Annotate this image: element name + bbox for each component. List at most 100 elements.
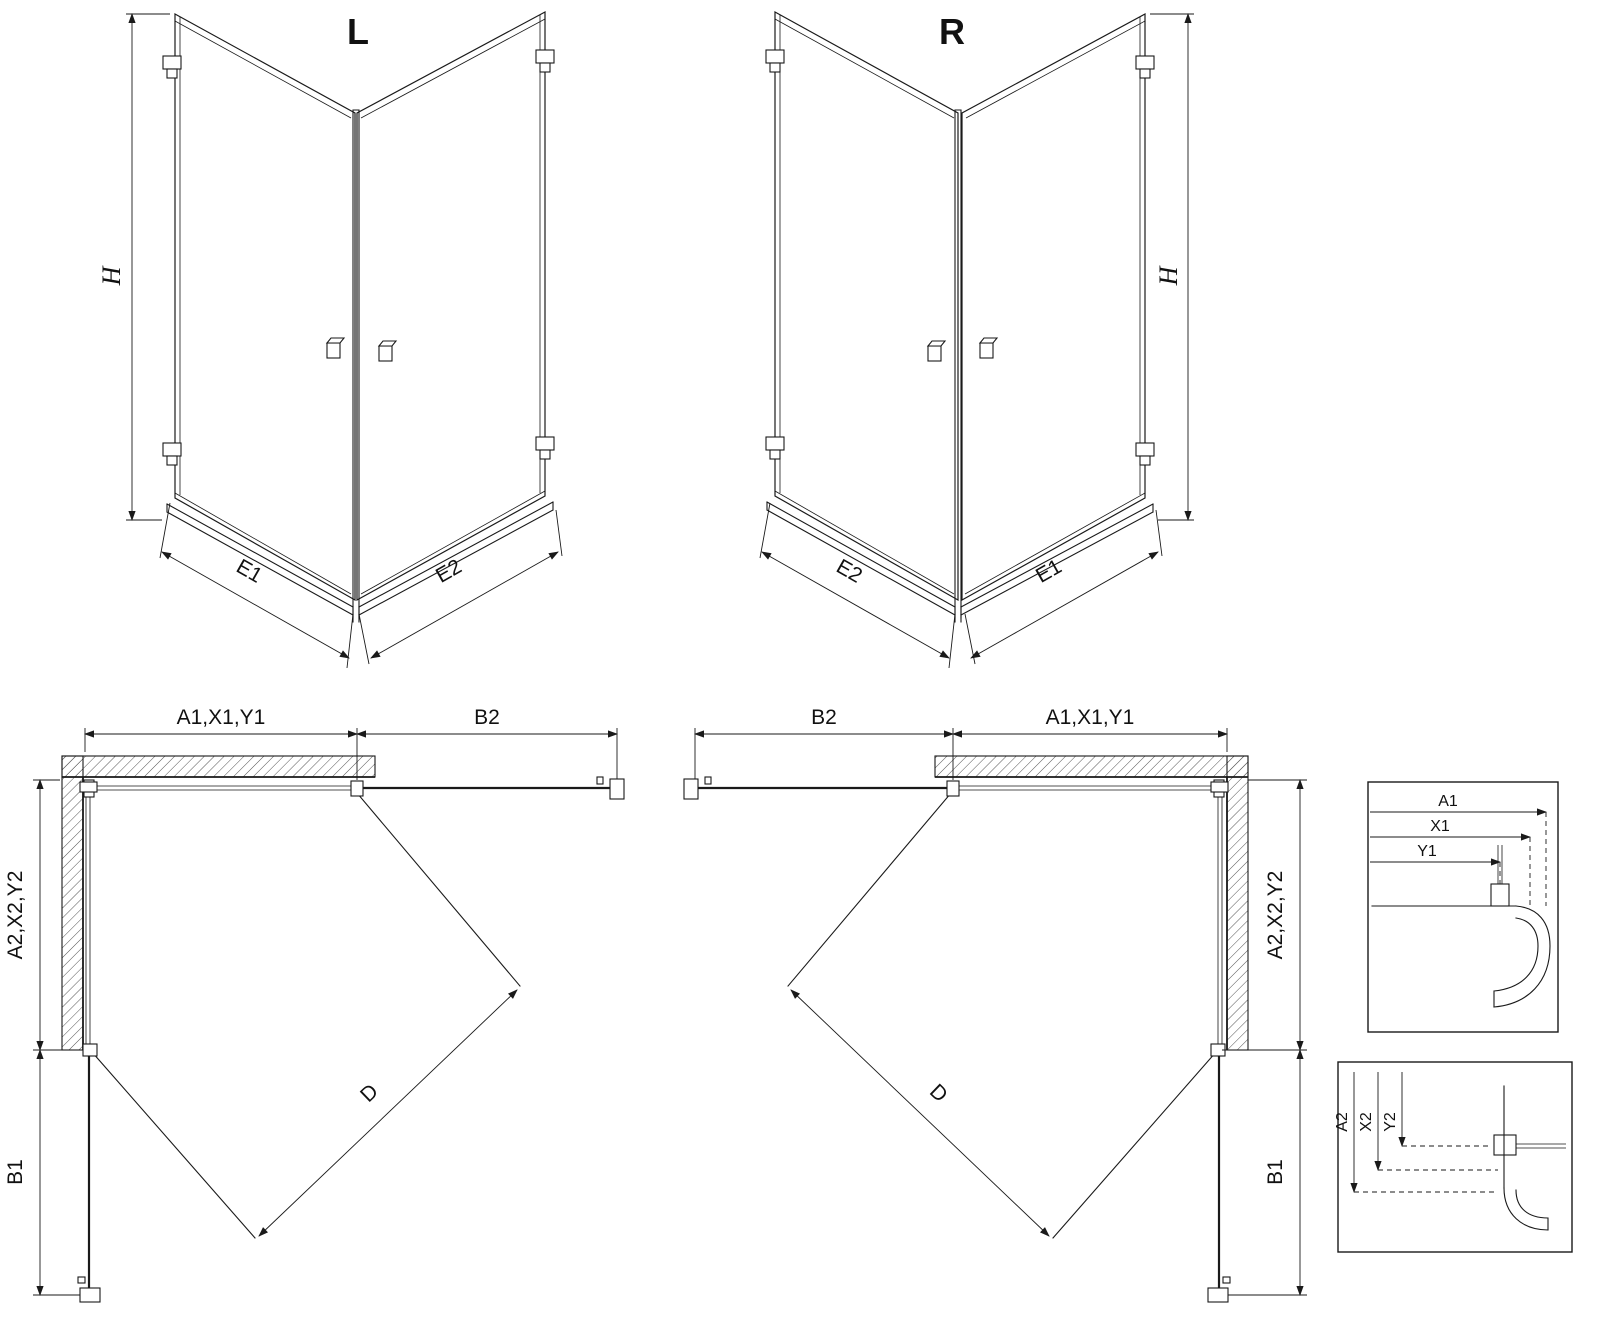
wall-profile-left xyxy=(79,781,98,793)
glass-thickness-line xyxy=(360,18,546,119)
glass-panel-right xyxy=(356,10,546,602)
fixed-glass-right xyxy=(1217,790,1223,1050)
door-handle-right xyxy=(377,340,398,362)
hinge-bottom-right xyxy=(1135,442,1155,466)
dimension-height: H xyxy=(97,13,170,521)
view-label-left: L xyxy=(347,11,369,52)
door-b1-open xyxy=(91,1051,256,1239)
dimension-a1x1y1: A1,X1,Y1 xyxy=(84,706,358,780)
tray-rim-outer xyxy=(1503,1187,1549,1231)
door-end-bracket-bottom xyxy=(1207,1287,1229,1303)
tray-rim-outer xyxy=(1493,905,1551,1008)
dimension-b1: B1 xyxy=(1228,1049,1307,1296)
dimension-a1x1y1: A1,X1,Y1 xyxy=(952,706,1228,780)
glass-thickness-line xyxy=(774,18,955,119)
fixed-glass-top xyxy=(88,785,357,791)
dimension-b2: B2 xyxy=(356,706,618,779)
glass-panel-left xyxy=(174,12,356,602)
door-handle-mark-bottom xyxy=(77,1276,86,1284)
dim-label-b2: B2 xyxy=(811,706,837,729)
door-b2-open xyxy=(787,792,952,987)
inset-label-a2: A2 xyxy=(1334,1112,1351,1132)
glass-section xyxy=(1516,1143,1566,1149)
wall-left xyxy=(61,755,84,1051)
dim-label-a2x2y2: A2,X2,Y2 xyxy=(4,871,27,960)
inset-dim-y2: Y2 xyxy=(1382,1072,1492,1147)
glass-clamp-profile xyxy=(1493,1134,1517,1156)
inset-label-a1: A1 xyxy=(1438,793,1458,810)
fixed-glass-left xyxy=(85,790,91,1050)
wall-inner-face xyxy=(62,776,375,1050)
wall-profile-right xyxy=(1210,781,1229,793)
glass-panel-left xyxy=(774,10,959,602)
hinge-post-top xyxy=(350,780,364,797)
fixed-glass-top xyxy=(953,785,1222,791)
wall-top xyxy=(934,755,1249,778)
dim-label-a2x2y2: A2,X2,Y2 xyxy=(1264,871,1287,960)
door-end-bracket-bottom xyxy=(79,1287,101,1303)
dim-label-e2: E2 xyxy=(832,555,866,588)
hinge-bottom-right xyxy=(535,436,555,460)
dim-label-d: D xyxy=(925,1080,952,1107)
dim-label-b2: B2 xyxy=(474,706,500,729)
perspective-view-right: R H E2 E1 xyxy=(759,10,1194,669)
door-end-bracket-top xyxy=(683,778,699,800)
inset-border xyxy=(1367,781,1559,1033)
dim-label-e1: E1 xyxy=(1032,555,1066,588)
hinge-top-right xyxy=(535,49,555,73)
inset-label-y2: Y2 xyxy=(1382,1112,1399,1132)
perspective-view-left: L H E1 xyxy=(97,10,563,669)
inset-border xyxy=(1337,1061,1573,1253)
wall-top xyxy=(61,755,376,778)
door-handle-left xyxy=(325,337,346,359)
dim-label-d: D xyxy=(356,1080,383,1107)
dim-label-e1: E1 xyxy=(232,555,266,588)
door-end-bracket-top xyxy=(609,778,625,800)
inset-label-x1: X1 xyxy=(1430,818,1450,835)
detail-inset-top: A1 X1 Y1 xyxy=(1367,781,1559,1033)
wall-inner-face xyxy=(935,776,1248,1050)
door-handle-mark-top xyxy=(704,776,712,785)
view-label-right: R xyxy=(939,11,965,52)
hinge-post-top xyxy=(946,780,960,797)
dimension-d: D xyxy=(258,989,518,1237)
dim-label-h: H xyxy=(1154,265,1183,286)
inset-dim-a1: A1 xyxy=(1370,793,1547,906)
door-handle-mark-top xyxy=(596,776,604,785)
hinge-bottom-left xyxy=(765,436,785,460)
corner-post xyxy=(352,109,360,619)
glass-panel-right xyxy=(961,12,1146,602)
glass-clamp-profile xyxy=(1490,883,1510,907)
door-b1-open xyxy=(1052,1051,1217,1239)
corner-post xyxy=(954,109,962,619)
door-handle-mark-bottom xyxy=(1222,1276,1231,1284)
inset-label-y1: Y1 xyxy=(1417,843,1437,860)
inset-dim-x1: X1 xyxy=(1370,818,1531,906)
inset-dim-a2: A2 xyxy=(1334,1072,1498,1193)
dim-label-b1: B1 xyxy=(4,1159,27,1185)
hinge-top-left xyxy=(765,49,785,73)
inset-dim-x2: X2 xyxy=(1358,1072,1498,1171)
detail-inset-bottom: A2 X2 Y2 xyxy=(1334,1061,1573,1253)
door-b2-open xyxy=(356,792,521,987)
plan-view-right: B2 A1,X1,Y1 A2,X2,Y2 B1 D xyxy=(683,706,1307,1303)
dim-label-a1x1y1: A1,X1,Y1 xyxy=(177,706,266,729)
glass-thickness-line xyxy=(965,20,1146,119)
dimension-a2x2y2: A2,X2,Y2 xyxy=(4,779,83,1051)
hinge-top-left xyxy=(162,55,182,79)
inset-dim-y1: Y1 xyxy=(1370,843,1501,884)
door-handle-left xyxy=(926,340,947,362)
dim-label-h: H xyxy=(97,265,126,286)
dimension-b1: B1 xyxy=(4,1049,80,1296)
dimension-d: D xyxy=(790,989,1050,1237)
dimension-b2: B2 xyxy=(694,706,954,779)
dim-label-b1: B1 xyxy=(1264,1159,1287,1185)
dim-label-a1x1y1: A1,X1,Y1 xyxy=(1046,706,1135,729)
glass-thickness-line xyxy=(174,20,352,119)
dimension-a2x2y2: A2,X2,Y2 xyxy=(1222,779,1307,1051)
dimension-height: H xyxy=(1150,13,1194,521)
door-handle-right xyxy=(978,337,999,359)
inset-label-x2: X2 xyxy=(1358,1112,1375,1132)
wall-right xyxy=(1226,755,1249,1051)
